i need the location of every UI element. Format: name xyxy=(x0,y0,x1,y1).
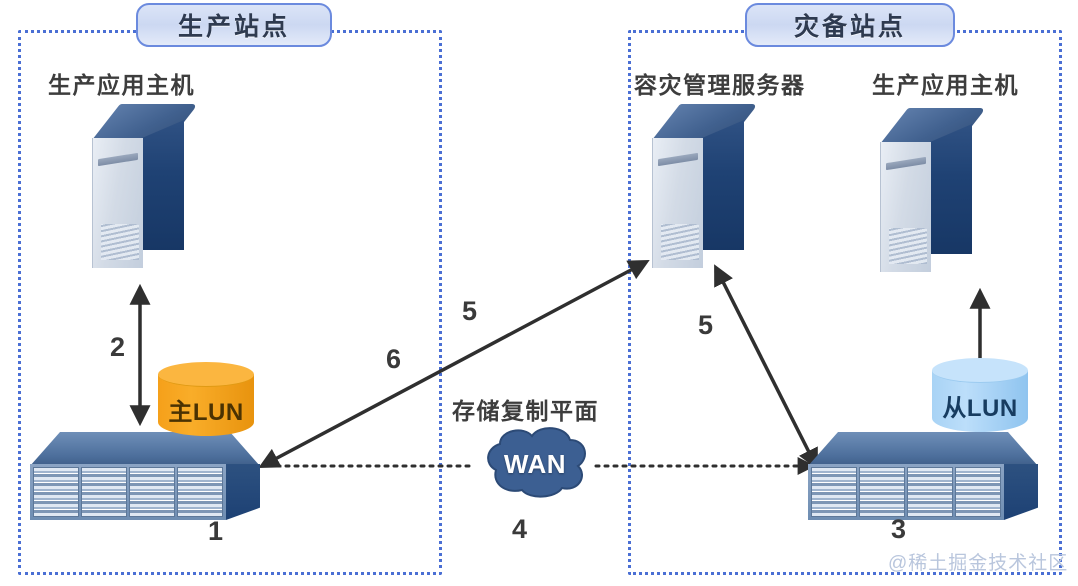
caption-dr-management-server: 容灾管理服务器 xyxy=(634,72,806,98)
site-title-production: 生产站点 xyxy=(136,3,332,47)
step-number-1: 1 xyxy=(208,516,224,546)
wan-cloud[interactable]: WAN xyxy=(478,432,592,494)
server-vent-grille xyxy=(101,224,139,260)
array-disk-bays xyxy=(808,464,1004,520)
step-number-5-replication: 5 xyxy=(462,296,478,326)
step-number-6: 6 xyxy=(386,344,402,374)
site-title-disaster-recovery: 灾备站点 xyxy=(745,3,955,47)
server-side-face xyxy=(142,120,184,250)
array-top-face xyxy=(808,432,1038,466)
step-number-4: 4 xyxy=(512,514,528,544)
disk-bay xyxy=(129,467,175,517)
cylinder-top-cap xyxy=(932,358,1028,383)
cylinder-top-cap xyxy=(158,362,254,387)
disk-bay xyxy=(81,467,127,517)
disk-bay xyxy=(859,467,905,517)
disk-bay xyxy=(177,467,223,517)
server-side-face xyxy=(930,124,972,254)
server-vent-grille xyxy=(661,224,699,260)
array-side-face xyxy=(226,464,260,520)
caption-production-host-left: 生产应用主机 xyxy=(48,72,195,98)
step-number-5-dr-local: 5 xyxy=(698,310,714,340)
step-number-2: 2 xyxy=(110,332,126,362)
secondary-lun-cylinder[interactable]: 从LUN xyxy=(932,358,1028,442)
disk-bay xyxy=(33,467,79,517)
server-side-face xyxy=(702,120,744,250)
wan-label: WAN xyxy=(503,449,567,479)
primary-lun-cylinder[interactable]: 主LUN xyxy=(158,362,254,446)
label-storage-replication-plane: 存储复制平面 xyxy=(452,398,599,424)
secondary-lun-label: 从LUN xyxy=(942,395,1018,422)
step-number-3: 3 xyxy=(891,514,907,544)
array-top-face xyxy=(30,432,260,466)
array-disk-bays xyxy=(30,464,226,520)
storage-array-production[interactable] xyxy=(30,432,260,520)
watermark: @稀土掘金技术社区 xyxy=(888,553,1069,574)
disk-bay xyxy=(907,467,953,517)
storage-array-disaster-recovery[interactable] xyxy=(808,432,1038,520)
disk-bay xyxy=(955,467,1001,517)
disk-bay xyxy=(811,467,857,517)
server-vent-grille xyxy=(889,228,927,264)
primary-lun-label: 主LUN xyxy=(168,399,244,426)
caption-production-host-right: 生产应用主机 xyxy=(872,72,1019,98)
array-side-face xyxy=(1004,464,1038,520)
